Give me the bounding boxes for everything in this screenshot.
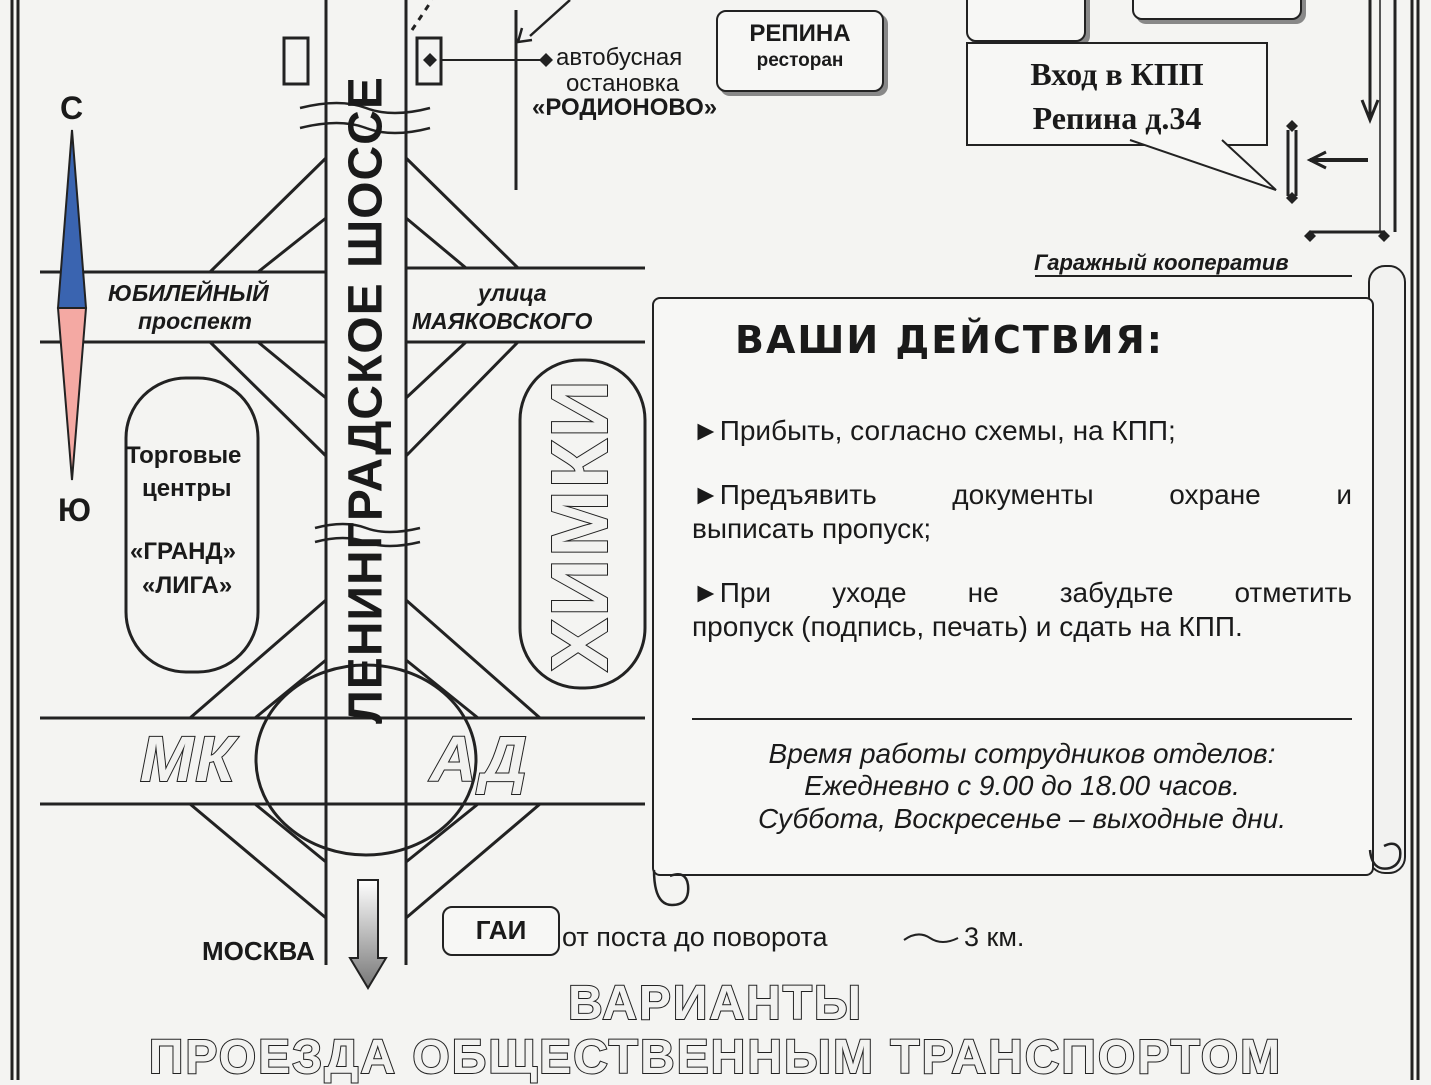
malls-line-2: центры: [142, 475, 232, 502]
gai-label: ГАИ: [475, 915, 527, 945]
mkad-right: АД: [429, 722, 529, 796]
distance-value: 3 км.: [964, 922, 1025, 952]
checkpoint-address: Репина д.34: [1032, 100, 1202, 136]
scroll-roll: [1368, 265, 1406, 874]
checkpoint-callout: Вход в КПП Репина д.34: [966, 42, 1268, 146]
checkpoint-title: Вход в КПП: [1030, 56, 1204, 92]
action-item-2-line-2: выписать пропуск;: [692, 513, 932, 544]
mkad-left: МК: [139, 722, 237, 796]
action-item-1: ►Прибыть, согласно схемы, на КПП;: [692, 415, 1176, 446]
distance-note: от поста до поворота: [562, 922, 828, 952]
compass-south-label: Ю: [58, 492, 91, 528]
restaurant-type: ресторан: [756, 50, 844, 71]
left-street-type: проспект: [138, 308, 252, 334]
moscow-arrow: [348, 879, 388, 990]
restaurant-name: РЕПИНА: [749, 20, 851, 47]
building-box: [966, 0, 1086, 42]
actions-divider: [692, 718, 1352, 720]
action-item-2-line-1: ►Предъявить документы охране и: [692, 479, 1352, 510]
left-street-name: ЮБИЛЕЙНЫЙ: [108, 280, 269, 306]
moscow-label: МОСКВА: [202, 936, 315, 966]
right-street-name: МАЯКОВСКОГО: [412, 308, 593, 334]
malls-line-1: Торговые: [126, 442, 242, 469]
gai-box: ГАИ: [442, 906, 560, 956]
hours-line-3: Суббота, Воскресенье – выходные дни.: [758, 803, 1286, 834]
compass-north-label: С: [60, 90, 84, 126]
restaurant-box: РЕПИНА ресторан: [716, 10, 884, 92]
mall-grand: «ГРАНД»: [130, 538, 236, 565]
action-item-3-line-1: ►При уходе не забудьте отметить: [692, 577, 1352, 608]
bus-stop-name: «РОДИОНОВО»: [532, 94, 718, 121]
bus-stop-line-1: автобусная: [556, 44, 683, 71]
footer-subtitle: ПРОЕЗДА ОБЩЕСТВЕННЫМ ТРАНСПОРТОМ: [148, 1030, 1283, 1085]
hours-line-1: Время работы сотрудников отделов:: [768, 738, 1276, 769]
compass-needle: [56, 129, 88, 481]
actions-panel: [652, 297, 1374, 876]
right-street-type: улица: [478, 280, 547, 306]
sign-box: [1132, 0, 1302, 20]
garage-label: Гаражный кооператив: [1034, 250, 1289, 275]
hours-line-2: Ежедневно с 9.00 до 18.00 часов.: [804, 770, 1240, 801]
bus-stop-line-2: остановка: [566, 70, 680, 97]
action-item-3-line-2: пропуск (подпись, печать) и сдать на КПП…: [692, 611, 1243, 642]
footer-title: ВАРИАНТЫ: [567, 976, 864, 1031]
actions-title: ВАШИ ДЕЙСТВИЯ:: [735, 318, 1164, 362]
mall-liga: «ЛИГА»: [142, 572, 233, 599]
